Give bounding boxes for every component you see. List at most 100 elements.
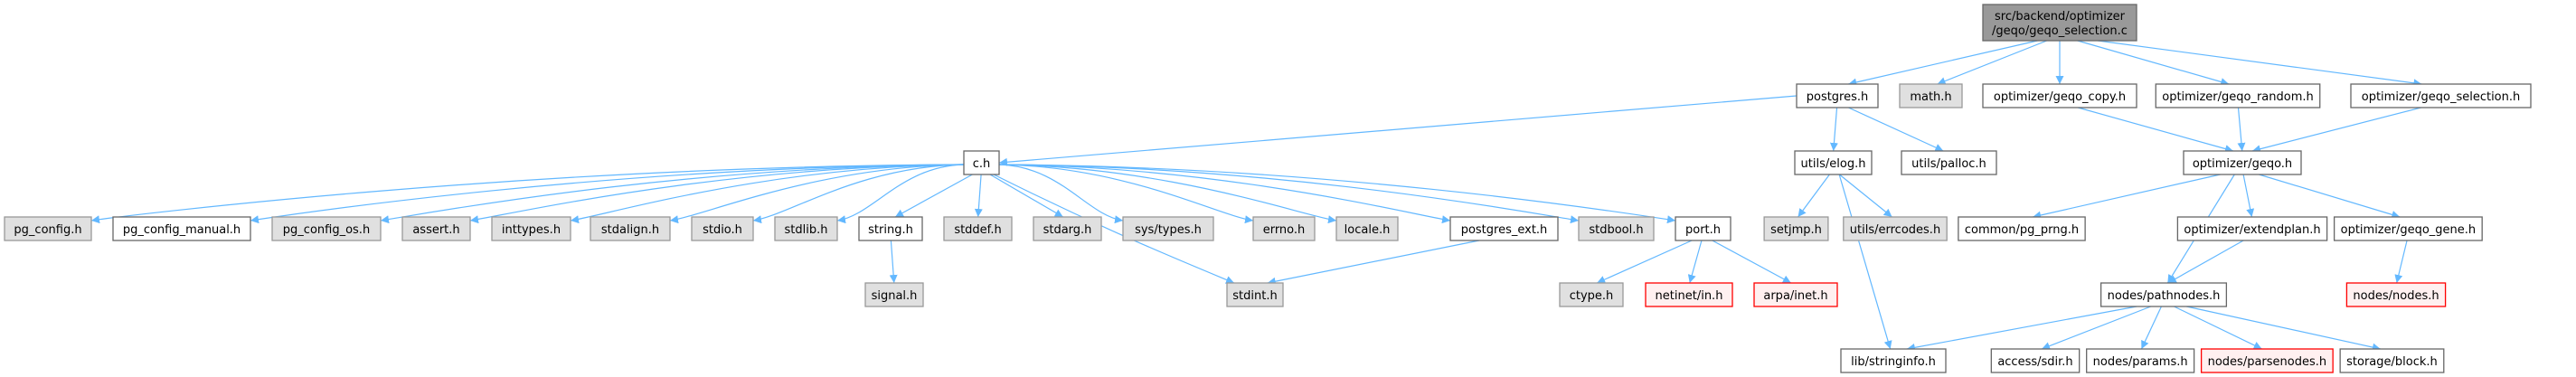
node-pg-prng-h[interactable]: common/pg_prng.h: [1958, 216, 2086, 241]
node-postgres-ext-h[interactable]: postgres_ext.h: [1449, 216, 1559, 241]
node-assert-h[interactable]: assert.h: [401, 216, 471, 241]
node-locale-h[interactable]: locale.h: [1335, 216, 1399, 241]
node-utils-errcodes-h[interactable]: utils/errcodes.h: [1843, 216, 1948, 241]
node-setjmp-h[interactable]: setjmp.h: [1763, 216, 1829, 241]
edge-geqo-random-h-to-geqo-h: [2237, 107, 2246, 152]
node-label: utils/errcodes.h: [1850, 223, 1940, 237]
node-box: [2155, 83, 2321, 108]
node-signal-h[interactable]: signal.h: [864, 282, 924, 307]
node-arpa-inet-h[interactable]: arpa/inet.h: [1753, 282, 1838, 307]
node-geqo-gene-h[interactable]: optimizer/geqo_gene.h: [2333, 216, 2483, 241]
node-port-h[interactable]: port.h: [1675, 216, 1731, 241]
edge-pathnodes-h-to-block-h: [2186, 306, 2381, 352]
node-label: stdbool.h: [1589, 223, 1643, 237]
node-stringinfo-h[interactable]: lib/stringinfo.h: [1840, 348, 1947, 373]
node-box: [1843, 216, 1948, 241]
node-stdbool-h[interactable]: stdbool.h: [1578, 216, 1655, 241]
edges-layer: [90, 40, 2422, 352]
node-box: [1559, 282, 1624, 307]
node-box: [2339, 348, 2445, 373]
node-netinet-in-h[interactable]: netinet/in.h: [1645, 282, 1733, 307]
edge-utils-elog-h-to-stringinfo-h: [1838, 174, 1892, 350]
node-block-h[interactable]: storage/block.h: [2339, 348, 2445, 373]
node-label: signal.h: [872, 289, 918, 303]
node-label: nodes/params.h: [2093, 355, 2188, 369]
node-box: [1982, 4, 2137, 42]
node-label: optimizer/geqo_random.h: [2162, 90, 2313, 104]
node-box: [1840, 348, 1947, 373]
node-label: pg_config.h: [14, 223, 81, 237]
node-label: utils/palloc.h: [1911, 157, 1986, 171]
edge-geqo-selection-h-to-geqo-h: [2251, 107, 2421, 154]
node-label: c.h: [973, 157, 991, 171]
node-math-h[interactable]: math.h: [1899, 83, 1963, 108]
node-stdlib-h[interactable]: stdlib.h: [774, 216, 838, 241]
node-label: math.h: [1910, 90, 1951, 104]
node-pg-config-manual-h[interactable]: pg_config_manual.h: [112, 216, 251, 241]
node-label: stdint.h: [1232, 289, 1277, 303]
node-extendplan-h[interactable]: optimizer/extendplan.h: [2176, 216, 2328, 241]
node-stdarg-h[interactable]: stdarg.h: [1033, 216, 1102, 241]
node-label: errno.h: [1263, 223, 1306, 237]
edge-utils-elog-h-to-setjmp-h: [1798, 174, 1830, 218]
node-label: port.h: [1685, 223, 1721, 237]
node-pg-config-h[interactable]: pg_config.h: [4, 216, 92, 241]
node-inttypes-h[interactable]: inttypes.h: [491, 216, 571, 241]
node-label: postgres_ext.h: [1461, 223, 1548, 237]
node-box: [2176, 216, 2328, 241]
node-postgres-h[interactable]: postgres.h: [1796, 83, 1879, 108]
edge-pathnodes-h-to-params-h: [2140, 306, 2162, 350]
node-label: lib/stringinfo.h: [1851, 355, 1936, 369]
node-parsenodes-h[interactable]: nodes/parsenodes.h: [2200, 348, 2334, 373]
node-c-h[interactable]: c.h: [963, 150, 1000, 175]
node-stdio-h[interactable]: stdio.h: [691, 216, 754, 241]
edge-root-to-postgres-h: [1848, 40, 2038, 87]
node-box: [112, 216, 251, 241]
node-utils-palloc-h[interactable]: utils/palloc.h: [1901, 150, 1997, 175]
node-label: stdio.h: [703, 223, 742, 237]
node-label: locale.h: [1345, 223, 1391, 237]
edge-postgres-h-to-c-h: [998, 95, 1798, 166]
edge-c-h-to-assert-h: [469, 164, 965, 224]
edge-geqo-h-to-extendplan-h: [2242, 174, 2255, 218]
node-box: [1794, 150, 1873, 175]
edge-c-h-to-stdalign-h: [669, 164, 965, 224]
node-sys-types-h[interactable]: sys/types.h: [1122, 216, 1214, 241]
node-box: [2200, 348, 2334, 373]
edge-geqo-h-to-geqo-gene-h: [2259, 174, 2401, 219]
edge-pathnodes-h-to-stringinfo-h: [1906, 306, 2137, 352]
node-box: [590, 216, 671, 241]
edge-string-h-to-signal-h: [889, 240, 898, 284]
nodes-layer: src/backend/optimizer/geqo/geqo_selectio…: [4, 4, 2532, 373]
node-stdint-h[interactable]: stdint.h: [1226, 282, 1284, 307]
node-nodes-h[interactable]: nodes/nodes.h: [2345, 282, 2447, 307]
node-geqo-random-h[interactable]: optimizer/geqo_random.h: [2155, 83, 2321, 108]
node-label: common/pg_prng.h: [1965, 223, 2079, 237]
node-box: [774, 216, 838, 241]
node-geqo-h[interactable]: optimizer/geqo.h: [2183, 150, 2302, 175]
node-root[interactable]: src/backend/optimizer/geqo/geqo_selectio…: [1982, 4, 2137, 42]
node-pg-config-os-h[interactable]: pg_config_os.h: [271, 216, 382, 241]
node-pathnodes-h[interactable]: nodes/pathnodes.h: [2099, 282, 2228, 307]
node-geqo-selection-h[interactable]: optimizer/geqo_selection.h: [2350, 83, 2532, 108]
node-label: inttypes.h: [502, 223, 561, 237]
edge-c-h-to-stdarg-h: [989, 174, 1064, 218]
node-errno-h[interactable]: errno.h: [1252, 216, 1316, 241]
node-sdir-h[interactable]: access/sdir.h: [1990, 348, 2081, 373]
node-box: [1335, 216, 1399, 241]
node-label: ctype.h: [1570, 289, 1614, 303]
edge-root-to-geqo-random-h: [2077, 40, 2230, 86]
node-params-h[interactable]: nodes/params.h: [2086, 348, 2195, 373]
node-geqo-copy-h[interactable]: optimizer/geqo_copy.h: [1982, 83, 2137, 108]
node-box: [858, 216, 923, 241]
node-stdalign-h[interactable]: stdalign.h: [590, 216, 671, 241]
node-ctype-h[interactable]: ctype.h: [1559, 282, 1624, 307]
node-label: access/sdir.h: [1997, 355, 2072, 369]
node-string-h[interactable]: string.h: [858, 216, 923, 241]
node-utils-elog-h[interactable]: utils/elog.h: [1794, 150, 1873, 175]
node-box: [963, 150, 1000, 175]
node-stddef-h[interactable]: stddef.h: [943, 216, 1013, 241]
edge-c-h-to-port-h: [998, 164, 1676, 224]
node-box: [1899, 83, 1963, 108]
node-box: [1796, 83, 1879, 108]
